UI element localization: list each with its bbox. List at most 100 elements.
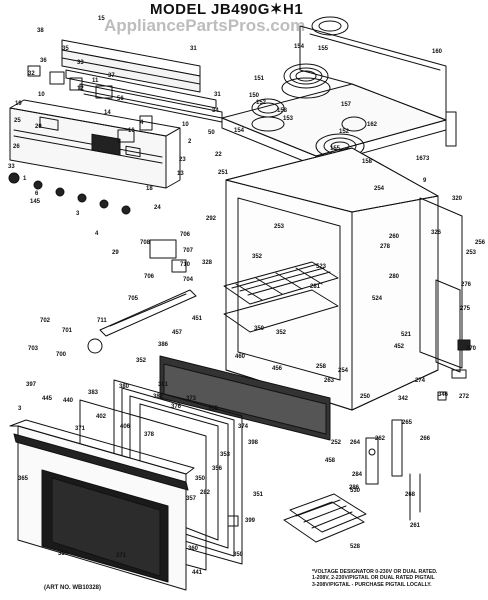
callout-326: 326 (431, 230, 442, 236)
callout-270: 270 (466, 346, 477, 352)
callout-521: 521 (401, 332, 412, 338)
callout-353: 353 (220, 452, 231, 458)
callout-4: 4 (95, 231, 99, 237)
callout-36: 36 (40, 58, 47, 64)
callout-456: 456 (272, 366, 283, 372)
callout-154: 154 (234, 128, 245, 134)
callout-710: 710 (180, 262, 191, 268)
callout-266: 266 (420, 436, 431, 442)
callout-16: 16 (128, 128, 135, 134)
callout-160: 160 (432, 49, 443, 55)
callout-703: 703 (28, 346, 39, 352)
callout-702: 702 (40, 318, 51, 324)
callout-250: 250 (360, 394, 371, 400)
callout-355: 355 (208, 406, 219, 412)
callout-33: 33 (8, 164, 15, 170)
callout-262: 262 (375, 436, 386, 442)
callout-452: 452 (394, 344, 405, 350)
callout-10: 10 (38, 92, 45, 98)
callout-382: 382 (153, 394, 164, 400)
range-body (225, 147, 439, 411)
callout-158: 158 (277, 108, 288, 114)
callout-56: 56 (117, 96, 124, 102)
callout-328: 328 (202, 260, 213, 266)
callout-350: 350 (254, 326, 265, 332)
callout-251: 251 (218, 170, 229, 176)
callout-155: 155 (330, 146, 341, 152)
callout-3: 3 (76, 211, 80, 217)
callout-705: 705 (128, 296, 139, 302)
backsplash-rail (61, 39, 223, 123)
callout-707: 707 (183, 248, 194, 254)
callout-278: 278 (380, 244, 391, 250)
voltage-note-line: 3-208V/PIGTAIL - PURCHASE PIGTAIL LOCALL… (312, 581, 432, 588)
callout-154: 154 (294, 44, 305, 50)
callout-12: 12 (77, 86, 84, 92)
callout-19: 19 (15, 101, 22, 107)
callout-3: 3 (18, 406, 22, 412)
callout-29: 29 (112, 250, 119, 256)
callout-523: 523 (316, 264, 327, 270)
control-panel (9, 99, 181, 189)
callout-264: 264 (350, 440, 361, 446)
callout-162: 162 (367, 122, 378, 128)
callout-706: 706 (180, 232, 191, 238)
door-hinges (365, 419, 421, 521)
callout-31: 31 (214, 92, 221, 98)
callout-25: 25 (14, 118, 21, 124)
callout-254: 254 (338, 368, 349, 374)
outer-door (9, 419, 195, 591)
callout-32: 32 (28, 71, 35, 77)
callout-352: 352 (252, 254, 263, 260)
callout-292: 292 (206, 216, 217, 222)
callout-381: 381 (158, 382, 169, 388)
callout-352: 352 (136, 358, 147, 364)
switch-blocks (27, 65, 153, 143)
voltage-note-line: *VOLTAGE DESIGNATOR 0-230V OR DUAL RATED… (312, 569, 438, 575)
callout-1: 1 (23, 176, 27, 182)
callout-151: 151 (254, 76, 265, 82)
callout-357: 357 (186, 496, 197, 502)
callout-359: 359 (58, 551, 69, 557)
broiler-pan (283, 493, 367, 543)
callout-252: 252 (331, 440, 342, 446)
voltage-note-line: 1-208V, 2-230V/PIGTAIL OR DUAL RATED PIG… (312, 575, 435, 582)
callout-35: 35 (62, 46, 69, 52)
callout-152: 152 (256, 100, 267, 106)
callout-524: 524 (372, 296, 383, 302)
callout-15: 15 (98, 16, 105, 22)
callout-380: 380 (119, 384, 130, 390)
callout-458: 458 (325, 458, 336, 464)
callout-356: 356 (212, 466, 223, 472)
callout-152: 152 (339, 129, 350, 135)
callout-282: 282 (200, 490, 211, 496)
callout-708: 708 (140, 240, 151, 246)
callout-258: 258 (316, 364, 327, 370)
callout-386: 386 (158, 342, 169, 348)
callout-10: 10 (182, 122, 189, 128)
callout-399: 399 (245, 518, 256, 524)
callout-460: 460 (235, 354, 246, 360)
callout-371: 371 (116, 553, 127, 559)
callout-441: 441 (192, 570, 203, 576)
callout-320: 320 (452, 196, 463, 202)
callout-700: 700 (56, 352, 67, 358)
callout-275: 275 (460, 306, 471, 312)
callout-398: 398 (248, 440, 259, 446)
callout-22: 22 (215, 152, 222, 158)
voltage-note: *VOLTAGE DESIGNATOR 0-230V OR DUAL RATED… (312, 569, 437, 588)
callout-445: 445 (42, 396, 53, 402)
callout-253: 253 (274, 224, 285, 230)
callout-274: 274 (415, 378, 426, 384)
callout-23: 23 (179, 157, 186, 163)
callout-24: 24 (154, 205, 161, 211)
watermark-text: AppliancePartsPros.com (104, 16, 306, 35)
callout-280: 280 (389, 274, 400, 280)
callout-706: 706 (144, 274, 155, 280)
callout-20: 20 (35, 124, 42, 130)
callout-155: 155 (318, 46, 329, 52)
callout-530: 530 (350, 488, 361, 494)
callout-365: 365 (18, 476, 29, 482)
callout-1673: 1673 (416, 156, 430, 162)
callout-528: 528 (350, 544, 361, 550)
